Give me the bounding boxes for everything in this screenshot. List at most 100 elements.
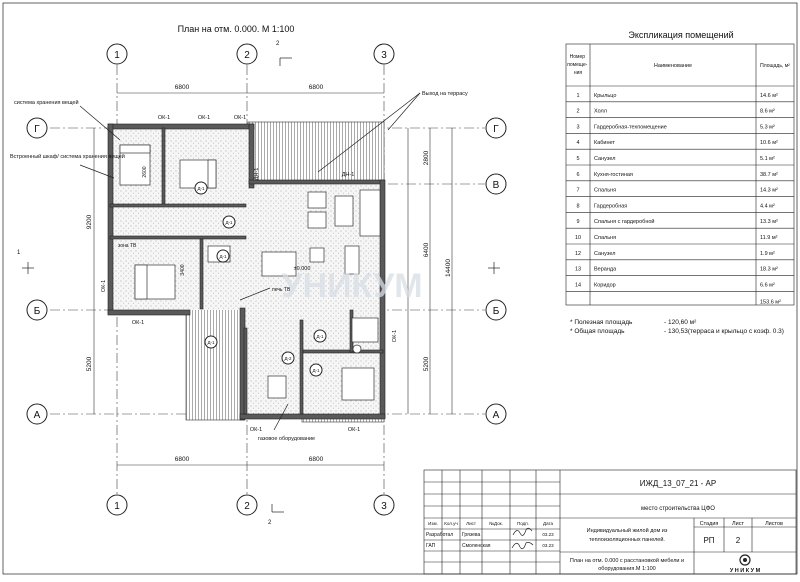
axis-bubble-g-right: Г xyxy=(485,117,507,139)
room-area: 8.6 м² xyxy=(760,109,775,115)
svg-text:1: 1 xyxy=(17,250,21,256)
explication-title: Экспликация помещений xyxy=(628,30,733,40)
room-name: Гардеробная xyxy=(594,203,627,209)
door-dn-1-b: ДН-1 xyxy=(342,172,355,178)
room-area: 38.7 м² xyxy=(760,172,778,178)
window-ok-1-g: ОК-1 xyxy=(101,280,107,292)
window-ok-1-h: ОК-1 xyxy=(392,330,398,342)
room-number: 5 xyxy=(576,156,579,162)
stamp-location: место строительства ЦФО xyxy=(641,506,715,512)
room-number: 8 xyxy=(576,203,579,209)
stamp-h-doc: №Док. xyxy=(489,521,503,526)
axis-bubble-1-bottom: 1 xyxy=(106,494,128,516)
svg-text:2: 2 xyxy=(244,501,250,512)
terrace-top xyxy=(247,121,385,183)
svg-text:3: 3 xyxy=(381,501,387,512)
useful-area-value: - 120,60 м² xyxy=(664,319,697,326)
stamp-h-date: Дата xyxy=(543,521,553,526)
furniture xyxy=(119,144,381,401)
walls xyxy=(107,123,386,421)
room-number: 7 xyxy=(576,188,579,194)
room-number: 12 xyxy=(575,251,581,257)
title-block xyxy=(423,469,797,575)
axis-bubble-g-left: Г xyxy=(26,117,48,139)
stamp-h-sign: Подп. xyxy=(517,521,529,526)
room-name: Спальня с гардеробной xyxy=(594,218,655,225)
room-number: 2 xyxy=(576,109,579,115)
window-ok-1-f: ОК-1 xyxy=(348,427,360,433)
section-mark-right xyxy=(488,262,500,274)
room-area: 10.6 м² xyxy=(760,140,778,146)
axis-bubble-2-bottom: 2 xyxy=(236,494,258,516)
dim-bottom-left: 6800 xyxy=(175,456,190,463)
window-ok-1-b: ОК-1 xyxy=(198,115,210,121)
callout-stove: печь ТВ xyxy=(272,287,291,293)
svg-text:1: 1 xyxy=(114,50,120,61)
plan-title: План на отм. 0.000. М 1:100 xyxy=(178,24,295,34)
company-logo xyxy=(739,554,751,566)
stamp-project-line1: Индивидуальный жилой дом из xyxy=(587,527,668,534)
room-number: 10 xyxy=(575,235,581,241)
door-tag-d1-b: Д-1 xyxy=(225,220,233,225)
dim-bottom-right: 6800 xyxy=(309,456,324,463)
room-number: 14 xyxy=(575,282,581,288)
axis-bubble-v-right: В xyxy=(485,173,507,195)
col-name-header: Наименование xyxy=(654,63,692,69)
section-mark-top: 2 xyxy=(276,41,292,66)
room-name: Кабинет xyxy=(594,140,615,146)
svg-text:В: В xyxy=(493,180,500,191)
window-ok-1-e: ОК-1 xyxy=(250,427,262,433)
callout-zone-tv: зона ТВ xyxy=(118,243,137,249)
section-mark-bottom: 2 xyxy=(268,504,284,526)
callout-closet: Встроенный шкаф/ система хранения вещей xyxy=(10,153,125,160)
sheet-frame xyxy=(2,2,798,575)
watermark-text: УНИКУМ xyxy=(281,267,422,305)
stamp-name-1: Смоленская xyxy=(462,543,491,549)
signature-0 xyxy=(512,527,533,536)
dim-room-2600: 2600 xyxy=(142,166,148,177)
dim-top-left: 6800 xyxy=(175,84,190,91)
door-tag-d1-d: Д-1 xyxy=(312,368,320,373)
room-number: 13 xyxy=(575,267,581,273)
door-tag-d1-f: Д-1 xyxy=(207,340,215,345)
axis-bubble-3-top: 3 xyxy=(373,43,395,65)
svg-text:3: 3 xyxy=(381,50,387,61)
door-tag-d1-c: Д-1 xyxy=(219,254,227,259)
room-area: 6.6 м² xyxy=(760,282,775,288)
stamp-stage: РП xyxy=(703,536,714,545)
svg-text:Б: Б xyxy=(493,306,500,317)
stamp-h-izm: Изм. xyxy=(428,521,438,526)
room-name: Спальня xyxy=(594,235,616,241)
svg-text:Номер помеще- ния: Номер помеще- ния xyxy=(567,54,589,76)
stamp-role-0: Разработал xyxy=(426,532,453,538)
dimension-lines xyxy=(93,92,453,466)
axis-bubble-2-top: 2 xyxy=(236,43,258,65)
stamp-date-1: 03.23 xyxy=(542,543,554,548)
stamp-h-kol: Кол.уч xyxy=(444,521,458,526)
total-area-value: - 130,53(терраса и крыльцо с коэф. 0.3) xyxy=(664,328,784,335)
stamp-code: ИЖД_13_07_21 - АР xyxy=(640,479,716,488)
room-area: 14.6 м² xyxy=(760,93,778,99)
signature-1 xyxy=(511,541,534,550)
door-tags xyxy=(194,181,327,377)
company-name: У Н И К У М xyxy=(730,568,761,574)
callout-terrace-exit: Выход на террасу xyxy=(422,91,468,97)
room-area: 11.9 м² xyxy=(760,235,778,241)
dim-left-5200: 5200 xyxy=(86,356,93,371)
room-name: Веранда xyxy=(594,267,617,273)
room-number: 6 xyxy=(576,172,579,178)
stamp-name-0: Грязева xyxy=(462,532,480,538)
stamp-h-list: Лист xyxy=(466,521,476,526)
axis-bubble-3-bottom: 3 xyxy=(373,494,395,516)
explication-header: Номер помеще- ния Наименование Площадь, … xyxy=(567,54,790,76)
room-name: Гардеробная-техпомещение xyxy=(594,124,667,130)
svg-text:А: А xyxy=(493,410,500,421)
veranda-left xyxy=(185,303,245,421)
svg-text:А: А xyxy=(34,410,41,421)
axis-bubble-1-top: 1 xyxy=(106,43,128,65)
door-tag-d1-e: Д-1 xyxy=(316,334,324,339)
col-area-header: Площадь, м² xyxy=(760,63,790,69)
room-area: 1.9 м² xyxy=(760,251,775,257)
room-area: 18.3 м² xyxy=(760,267,778,273)
svg-text:2: 2 xyxy=(244,50,250,61)
